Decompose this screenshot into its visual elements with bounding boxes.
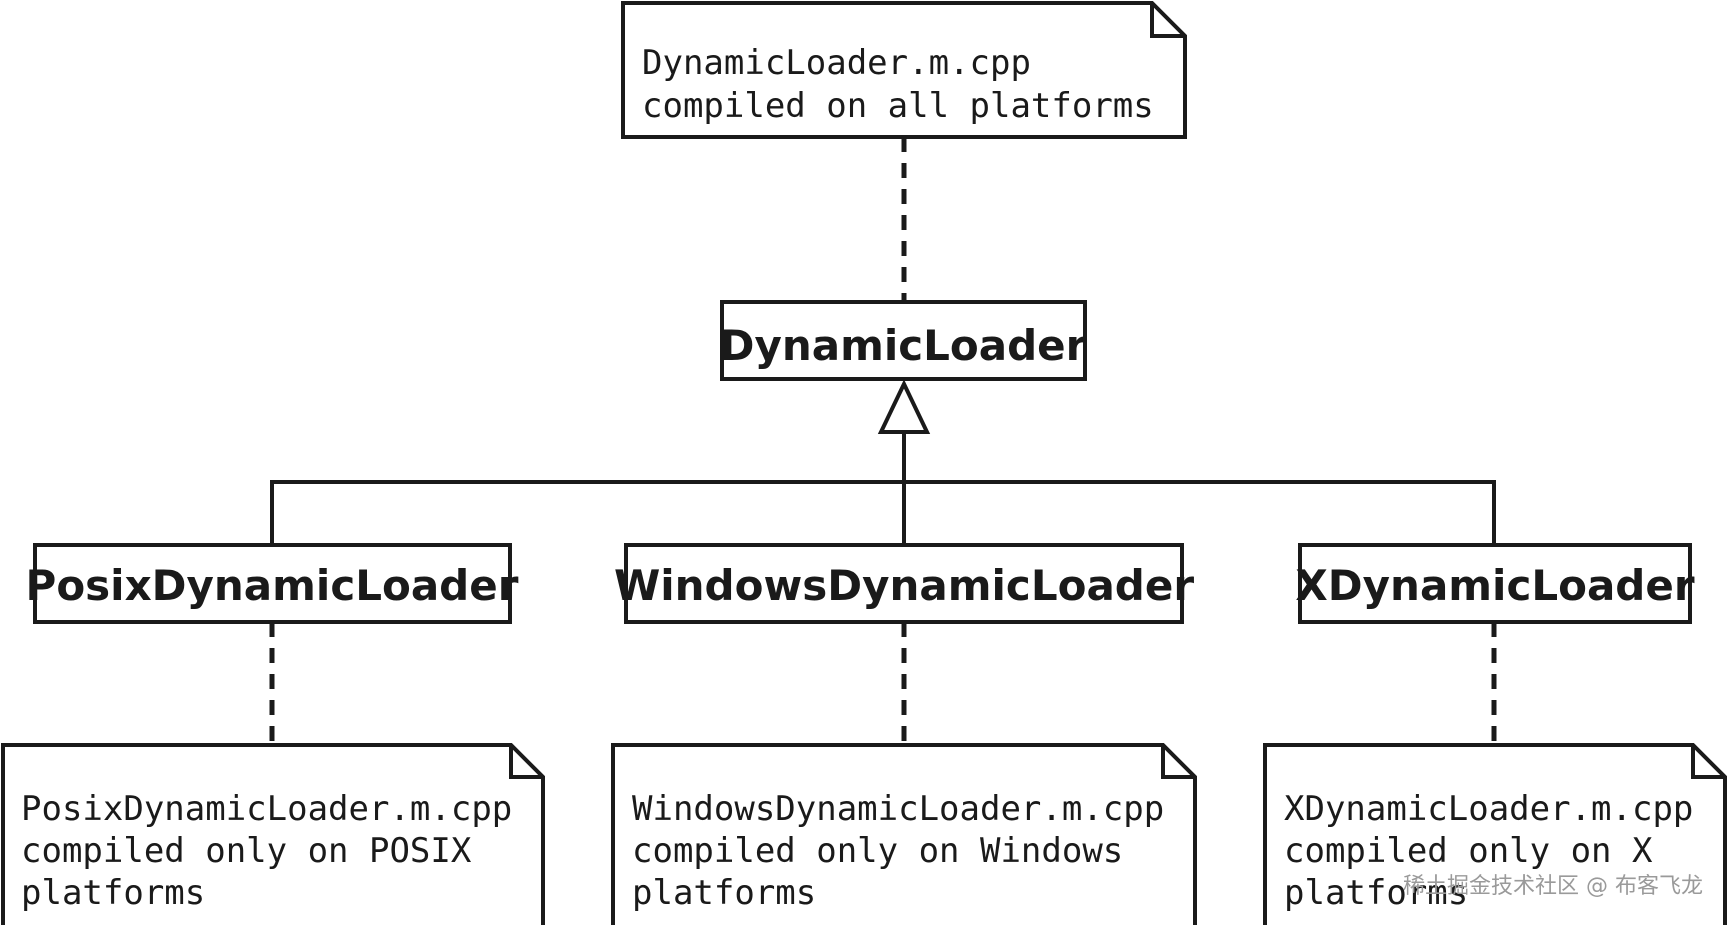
windows-note-box [611, 743, 1197, 925]
generalization-arrowhead [877, 379, 931, 434]
x-class-box [1298, 543, 1692, 624]
windows-class-box [624, 543, 1184, 624]
watermark-text: 稀土掘金技术社区 @ 布客飞龙 [1403, 874, 1703, 899]
windows-note-line-3: platforms [632, 873, 816, 913]
posix-note-box [1, 743, 545, 925]
x-note: XDynamicLoader.m.cpp compiled only on X … [1263, 743, 1727, 925]
base-class-box [720, 300, 1087, 381]
windows-note-fold [1161, 745, 1195, 779]
windows-class-name: WindowsDynamicLoader [614, 561, 1194, 610]
x-note-line-1: XDynamicLoader.m.cpp [1284, 789, 1693, 829]
x-note-line-3: platforms [1284, 873, 1468, 913]
top-note-fold [1150, 3, 1185, 38]
top-note-line-1: DynamicLoader.m.cpp [642, 43, 1031, 83]
posix-note-fold [509, 745, 543, 779]
subclass-x: XDynamicLoader [1295, 543, 1695, 624]
windows-note: WindowsDynamicLoader.m.cpp compiled only… [611, 743, 1197, 925]
subclass-posix: PosixDynamicLoader [26, 543, 519, 624]
windows-note-line-2: compiled only on Windows [632, 831, 1123, 871]
x-note-fold [1691, 745, 1725, 779]
inheritance-branch [270, 480, 1496, 545]
base-class: DynamicLoader [720, 300, 1087, 381]
posix-note-line-1: PosixDynamicLoader.m.cpp [21, 789, 512, 829]
posix-note-line-3: platforms [21, 873, 205, 913]
x-note-box [1263, 743, 1727, 925]
base-class-name: DynamicLoader [720, 321, 1087, 370]
top-note-line-2: compiled on all platforms [642, 86, 1154, 126]
posix-note: PosixDynamicLoader.m.cpp compiled only o… [1, 743, 545, 925]
posix-class-name: PosixDynamicLoader [26, 561, 519, 610]
top-note: DynamicLoader.m.cpp compiled on all plat… [621, 1, 1187, 139]
posix-note-line-2: compiled only on POSIX [21, 831, 472, 871]
posix-class-box [33, 543, 512, 624]
x-class-name: XDynamicLoader [1295, 561, 1694, 610]
top-note-box [621, 1, 1187, 139]
x-note-line-2: compiled only on X [1284, 831, 1653, 871]
subclass-windows: WindowsDynamicLoader [614, 543, 1194, 624]
windows-note-line-1: WindowsDynamicLoader.m.cpp [632, 789, 1164, 829]
